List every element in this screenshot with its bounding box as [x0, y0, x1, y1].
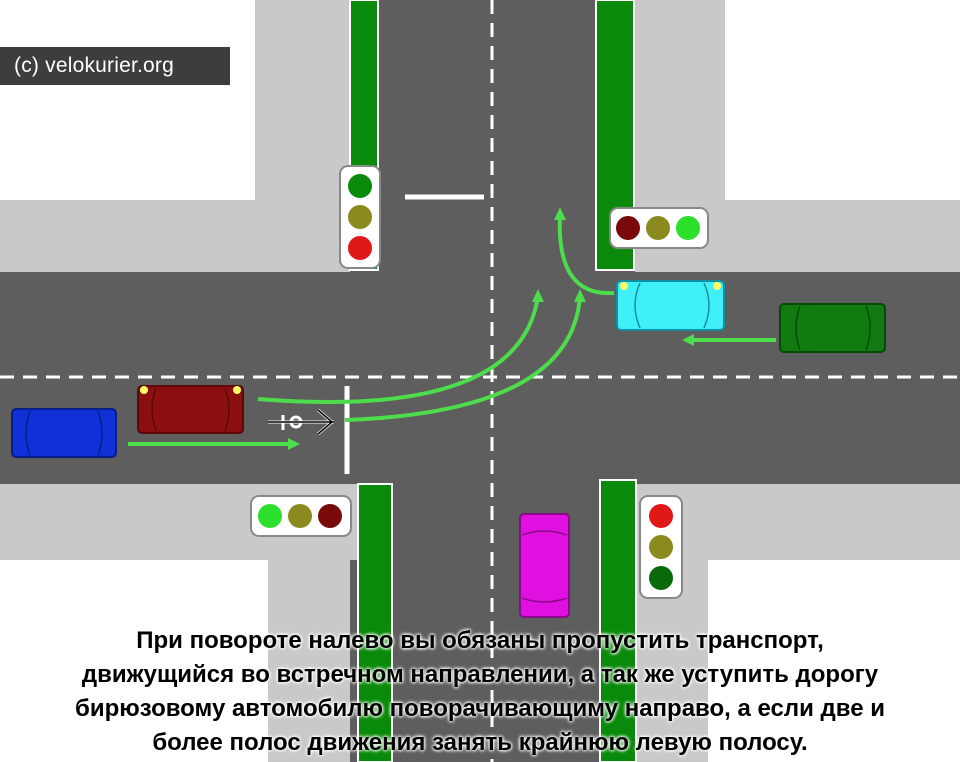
blue-car — [11, 408, 117, 458]
traffic-light-south-left — [250, 495, 352, 537]
traffic-light-north-right — [609, 207, 709, 249]
watermark: (c) velokurier.org — [0, 47, 230, 85]
caption-line: бирюзовому автомобилю поворачивающиму на… — [75, 695, 885, 722]
arrowhead-5 — [288, 438, 300, 450]
median-south-left — [357, 483, 393, 762]
cyan-car — [616, 280, 725, 331]
arrowhead-1 — [532, 289, 544, 302]
path-cyan-right-turn — [557, 214, 615, 296]
traffic-light-south-right — [639, 495, 683, 599]
caption: При повороте налево вы обязаны пропустит… — [0, 624, 960, 760]
red-car — [137, 385, 244, 434]
caption-line: более полос движения занять крайнюю леву… — [152, 729, 808, 756]
path-left-turn-inner — [344, 295, 582, 422]
arrowhead-4 — [682, 334, 694, 346]
magenta-car — [519, 513, 570, 618]
traffic-light-north-left — [339, 165, 381, 269]
path-arrowheads — [288, 207, 694, 450]
green-car — [779, 303, 886, 353]
arrowhead-3 — [554, 207, 566, 220]
median-south-right — [599, 479, 637, 762]
arrowhead-2 — [574, 289, 586, 302]
paths — [128, 214, 776, 446]
caption-line: При повороте налево вы обязаны пропустит… — [136, 627, 824, 654]
path-left-turn-outer — [257, 295, 540, 405]
caption-line: движущийся во встречном направлении, а т… — [81, 661, 879, 688]
